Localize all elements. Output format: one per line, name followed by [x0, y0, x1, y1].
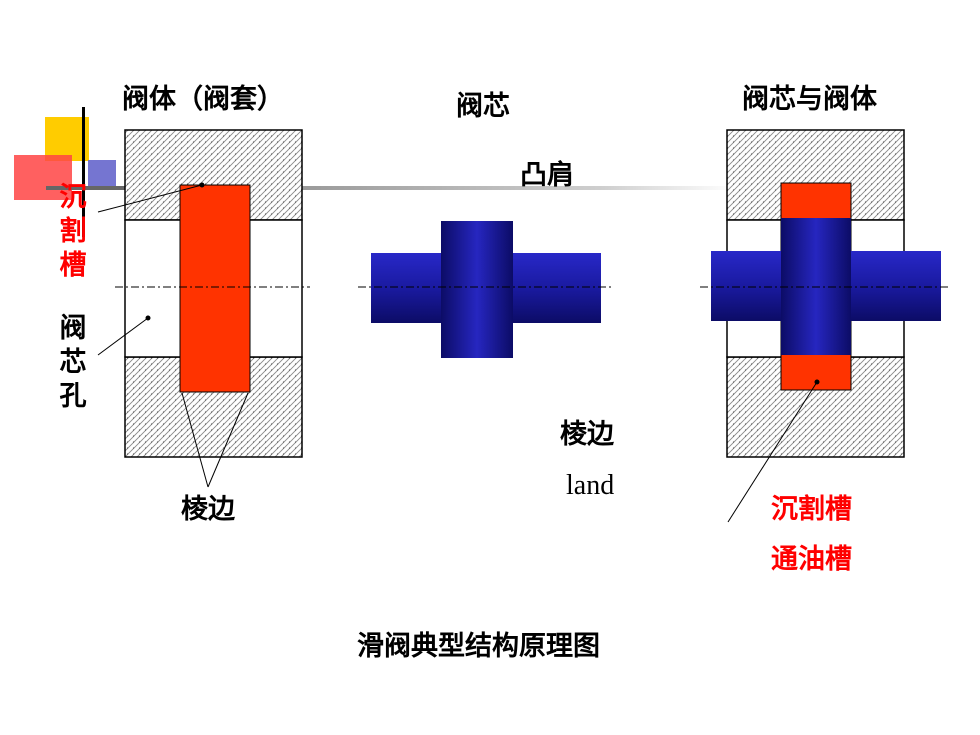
- bore-label-vertical: 阀芯孔: [59, 313, 87, 412]
- valve-body-label: 阀体（阀套）: [122, 84, 284, 115]
- groove-label-right: 沉割槽: [771, 494, 852, 525]
- diagram-caption: 滑阀典型结构原理图: [357, 631, 600, 662]
- valve-body-left: [115, 129, 310, 458]
- left-leader-lines: [97, 182, 249, 488]
- land-label-center: 棱边: [560, 419, 614, 450]
- land-label-left: 棱边: [181, 494, 235, 525]
- spool-and-body-right: [700, 129, 950, 523]
- oil-groove-label: 通油槽: [771, 544, 852, 575]
- land-english-label: land: [566, 470, 615, 501]
- shoulder-label: 凸肩: [520, 160, 574, 191]
- spool-and-body-label: 阀芯与阀体: [742, 84, 877, 115]
- spool-middle: [358, 221, 612, 358]
- template-logo: [14, 107, 736, 237]
- spool-label: 阀芯: [456, 91, 510, 122]
- groove-label-vertical: 沉割槽: [59, 182, 87, 281]
